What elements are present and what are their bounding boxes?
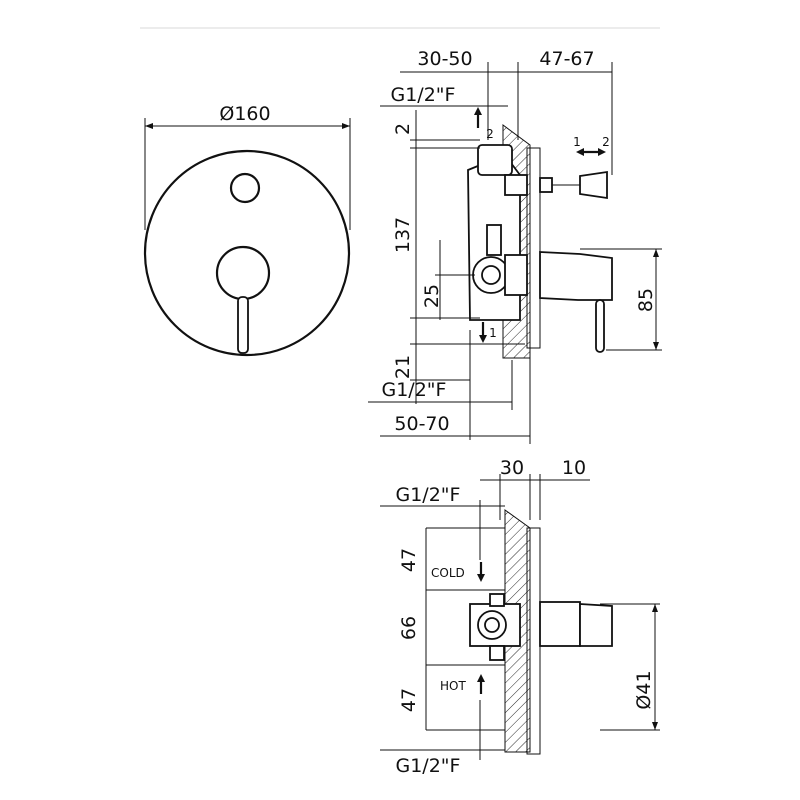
- outlet-1-label: 1: [489, 326, 497, 340]
- side-dim-137: 137: [392, 217, 414, 253]
- lever-handle: [237, 296, 249, 354]
- cold-arrow-icon: [477, 574, 485, 582]
- side-dim-2: 2: [392, 123, 414, 135]
- lever-direction-2: 2: [602, 135, 610, 149]
- side-inlet-top-label: G1/2"F: [391, 84, 456, 106]
- cover-plate: [143, 149, 351, 357]
- side-dim-85: 85: [635, 288, 657, 312]
- lever-direction-1: 1: [573, 135, 581, 149]
- side-lever-handle: [595, 299, 605, 353]
- bottom-dim-41: Ø41: [633, 670, 655, 709]
- diverter-body: [477, 144, 513, 176]
- diverter-hole: [229, 172, 261, 204]
- diameter-label: Ø160: [219, 103, 270, 125]
- bottom-lever: [579, 603, 613, 647]
- bottom-dim-10: 10: [562, 457, 586, 479]
- side-view: 1 2 30-50 47-67 G1/2"F 2 2 137 25 21: [368, 48, 662, 444]
- outlet-2-label: 2: [486, 127, 494, 141]
- side-cover-plate: [526, 147, 541, 349]
- bottom-dim-30: 30: [500, 457, 524, 479]
- hot-label: HOT: [440, 679, 466, 693]
- bottom-view: 30 10 G1/2"F 47 66 47 COLD HOT: [380, 457, 660, 777]
- bottom-dim-47-top: 47: [398, 548, 420, 572]
- side-inlet-bottom-label: G1/2"F: [382, 379, 447, 401]
- side-dim-47-67: 47-67: [539, 48, 594, 70]
- bottom-dim-47-bottom: 47: [398, 688, 420, 712]
- bottom-inlet-top-label: G1/2"F: [396, 484, 461, 506]
- bottom-dim-66: 66: [398, 616, 420, 640]
- cold-label: COLD: [431, 566, 465, 580]
- side-dim-21: 21: [392, 355, 414, 379]
- side-dim-50-70: 50-70: [394, 413, 449, 435]
- side-dim-25: 25: [421, 284, 443, 308]
- front-view: Ø160: [143, 103, 351, 357]
- hot-arrow-icon: [477, 674, 485, 682]
- side-lever-hub: [539, 251, 613, 301]
- lever-hub: [215, 245, 271, 301]
- side-dim-30-50: 30-50: [417, 48, 472, 70]
- diverter-knob: [579, 170, 608, 200]
- bottom-inlet-bottom-label: G1/2"F: [396, 755, 461, 777]
